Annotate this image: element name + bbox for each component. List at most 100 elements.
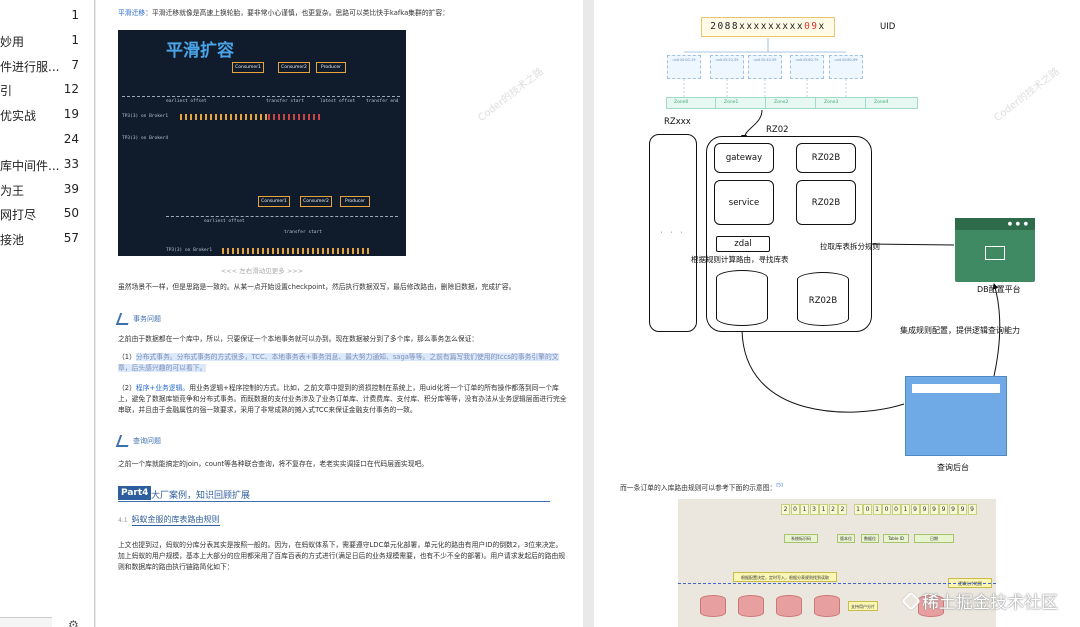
toc-item-title: 引 bbox=[0, 84, 13, 98]
transaction-paragraph: 之前由于数据都在一个库中，所以，只要保证一个本地事务就可以办到。现在数据被分到了… bbox=[118, 335, 479, 343]
query-paragraph: 之前一个库就能搞定的join，count等各种联合查询，将不复存在，老老实实调接… bbox=[118, 460, 429, 468]
item-lead: 程序+业务逻辑。 bbox=[135, 384, 190, 392]
group-box: 数据位 bbox=[861, 534, 879, 543]
checkpoint-paragraph: 虽然场景不一样，但是思路是一致的。从某一点开始设置checkpoint，然后执行… bbox=[118, 283, 516, 291]
section-mark bbox=[115, 435, 133, 447]
figure-caption: <<< 左右滑动见更多 >>> bbox=[220, 267, 304, 275]
item-text: 用业务逻辑+程序控制的方式。比如，之前文章中提到的资损控制在系统上，用uid化将… bbox=[118, 384, 567, 414]
toc-item-page: 12 bbox=[63, 82, 79, 96]
broker1-label-2: TP3(3) on Broker1 bbox=[166, 248, 213, 253]
folder-icon bbox=[985, 246, 1005, 260]
db-cylinder bbox=[918, 595, 944, 617]
unit-range: unit ID:40-59 bbox=[748, 55, 782, 79]
gear-icon[interactable]: ⚙ bbox=[68, 618, 79, 627]
query-backend-window bbox=[905, 376, 1007, 456]
toc-item-title: 件进行服... bbox=[0, 60, 60, 74]
zone-cell: Zone1 bbox=[716, 97, 766, 109]
zone-cell: Zone0 bbox=[666, 97, 716, 109]
order-id-digit: 9 bbox=[910, 504, 920, 515]
route-text: 根据规则计算路由，寻找库表 bbox=[691, 255, 789, 264]
uid-prefix: 2088xxxxxxxxx bbox=[710, 21, 805, 32]
db-platform-label: DB配置平台 bbox=[977, 285, 1021, 294]
db-config-window: ● ● ● bbox=[955, 218, 1035, 282]
section-number: 4.1 bbox=[118, 517, 128, 524]
timeline-2 bbox=[166, 216, 398, 217]
earliest-offset-label-2: earliest offset bbox=[204, 219, 245, 224]
toc-item-page: 7 bbox=[71, 58, 79, 72]
db-cylinder bbox=[738, 595, 764, 617]
toc-item-page: 1 bbox=[71, 8, 79, 22]
toc-item-title: 接池 bbox=[0, 233, 25, 247]
toc-item-page: 24 bbox=[63, 132, 79, 146]
unit-range: unit ID:20-39 bbox=[710, 55, 744, 79]
database-cylinder bbox=[716, 270, 768, 326]
figure-title: 平滑扩容 bbox=[166, 41, 234, 61]
rz02b-database: RZ02B bbox=[797, 272, 849, 326]
unit-range: unit ID:60-79 bbox=[790, 55, 824, 79]
order-id-digit: 9 bbox=[958, 504, 967, 515]
order-id-digit: 0 bbox=[790, 504, 800, 515]
gateway-box: gateway bbox=[714, 143, 774, 173]
smooth-scaling-figure: 平滑扩容 Consumer1 Consumer2 Producer earlie… bbox=[118, 30, 406, 256]
section-title: 事务问题 bbox=[133, 315, 161, 323]
support-note: 支持用户分片 bbox=[848, 601, 878, 611]
order-id-digit: 2 bbox=[828, 504, 838, 515]
toc-item-page: 50 bbox=[63, 206, 79, 220]
intro-lead: 平滑迁移 bbox=[118, 9, 146, 17]
consumer2-tag-2: Consumer2 bbox=[300, 196, 332, 207]
intro-paragraph: 平滑迁移：平滑迁移就像是高速上换轮胎，要非常小心谨慎，也更复杂。思路可以类比快手… bbox=[118, 8, 568, 19]
divider-line bbox=[678, 583, 996, 584]
order-id-digit: 9 bbox=[920, 504, 929, 515]
item-prefix: （2） bbox=[118, 384, 136, 392]
toc-item-page: 33 bbox=[63, 157, 79, 171]
transfer-start-label: transfer start bbox=[266, 99, 304, 104]
rzxxx-label: RZxxx bbox=[664, 117, 691, 127]
routing-note: 根据配置决定，定时写入，根据分表规则找到读取 bbox=[733, 572, 837, 582]
section-title: 蚂蚁金服的库表路由规则 bbox=[131, 515, 220, 526]
window-controls: ● ● ● bbox=[1007, 221, 1029, 227]
zdal-label: zdal bbox=[734, 239, 752, 249]
earliest-offset-label: earliest offset bbox=[166, 99, 207, 104]
ellipsis: · · · bbox=[660, 229, 686, 237]
service-label: service bbox=[728, 197, 760, 208]
order-id-digit: 1 bbox=[901, 504, 910, 515]
toc-item[interactable]: 引 12 bbox=[0, 80, 94, 100]
toc-item[interactable]: 1 bbox=[0, 6, 94, 26]
gateway-label: gateway bbox=[725, 153, 763, 163]
rz02b-box-2: RZ02B bbox=[796, 180, 856, 225]
consumer1-tag: Consumer1 bbox=[232, 62, 264, 73]
site-watermark: 稀土掘金技术社区 bbox=[901, 588, 1058, 613]
broker1-old-segment bbox=[180, 114, 268, 120]
order-id-digit: 9 bbox=[929, 504, 939, 515]
toc-item[interactable]: 接池 57 bbox=[0, 229, 94, 249]
toc-item[interactable]: 库中间件...33 bbox=[0, 155, 94, 175]
transaction-item-2: （2）程序+业务逻辑。用业务逻辑+程序控制的方式。比如，之前文章中提到的资损控制… bbox=[118, 383, 568, 416]
order-id-digit: 1 bbox=[819, 504, 828, 515]
zone-cell: Zone3 bbox=[816, 97, 866, 109]
integrate-text: 集成规则配置，提供逻辑查询能力 bbox=[900, 326, 1020, 335]
document-page-left: 平滑迁移：平滑迁移就像是高速上换轮胎，要非常小心谨慎，也更复杂。思路可以类比快手… bbox=[96, 0, 583, 627]
uid-label: UID bbox=[880, 22, 896, 32]
toc-item[interactable]: 件进行服... 7 bbox=[0, 56, 94, 76]
section-mark bbox=[115, 313, 133, 325]
toc-item-page: 57 bbox=[63, 231, 79, 245]
site-mark-text: 稀土掘金技术社区 bbox=[922, 593, 1058, 613]
order-id-digit: 9 bbox=[939, 504, 948, 515]
zone-cell: Zone2 bbox=[766, 97, 816, 109]
section-title: 查询问题 bbox=[133, 437, 161, 445]
item-text: 分布式事务。分布式事务的方式很多，TCC、本地事务表+事务消息、最大努力通知、s… bbox=[118, 353, 559, 372]
order-id-digit: 1 bbox=[853, 504, 863, 515]
order-id-digit: 9 bbox=[967, 504, 977, 515]
toc-item-title: 库中间件... bbox=[0, 159, 60, 173]
toc-item[interactable]: 24 bbox=[0, 130, 94, 150]
rz02b-label: RZ02B bbox=[811, 197, 841, 208]
zone-bar bbox=[666, 97, 918, 109]
order-id-digit: 3 bbox=[809, 504, 819, 515]
